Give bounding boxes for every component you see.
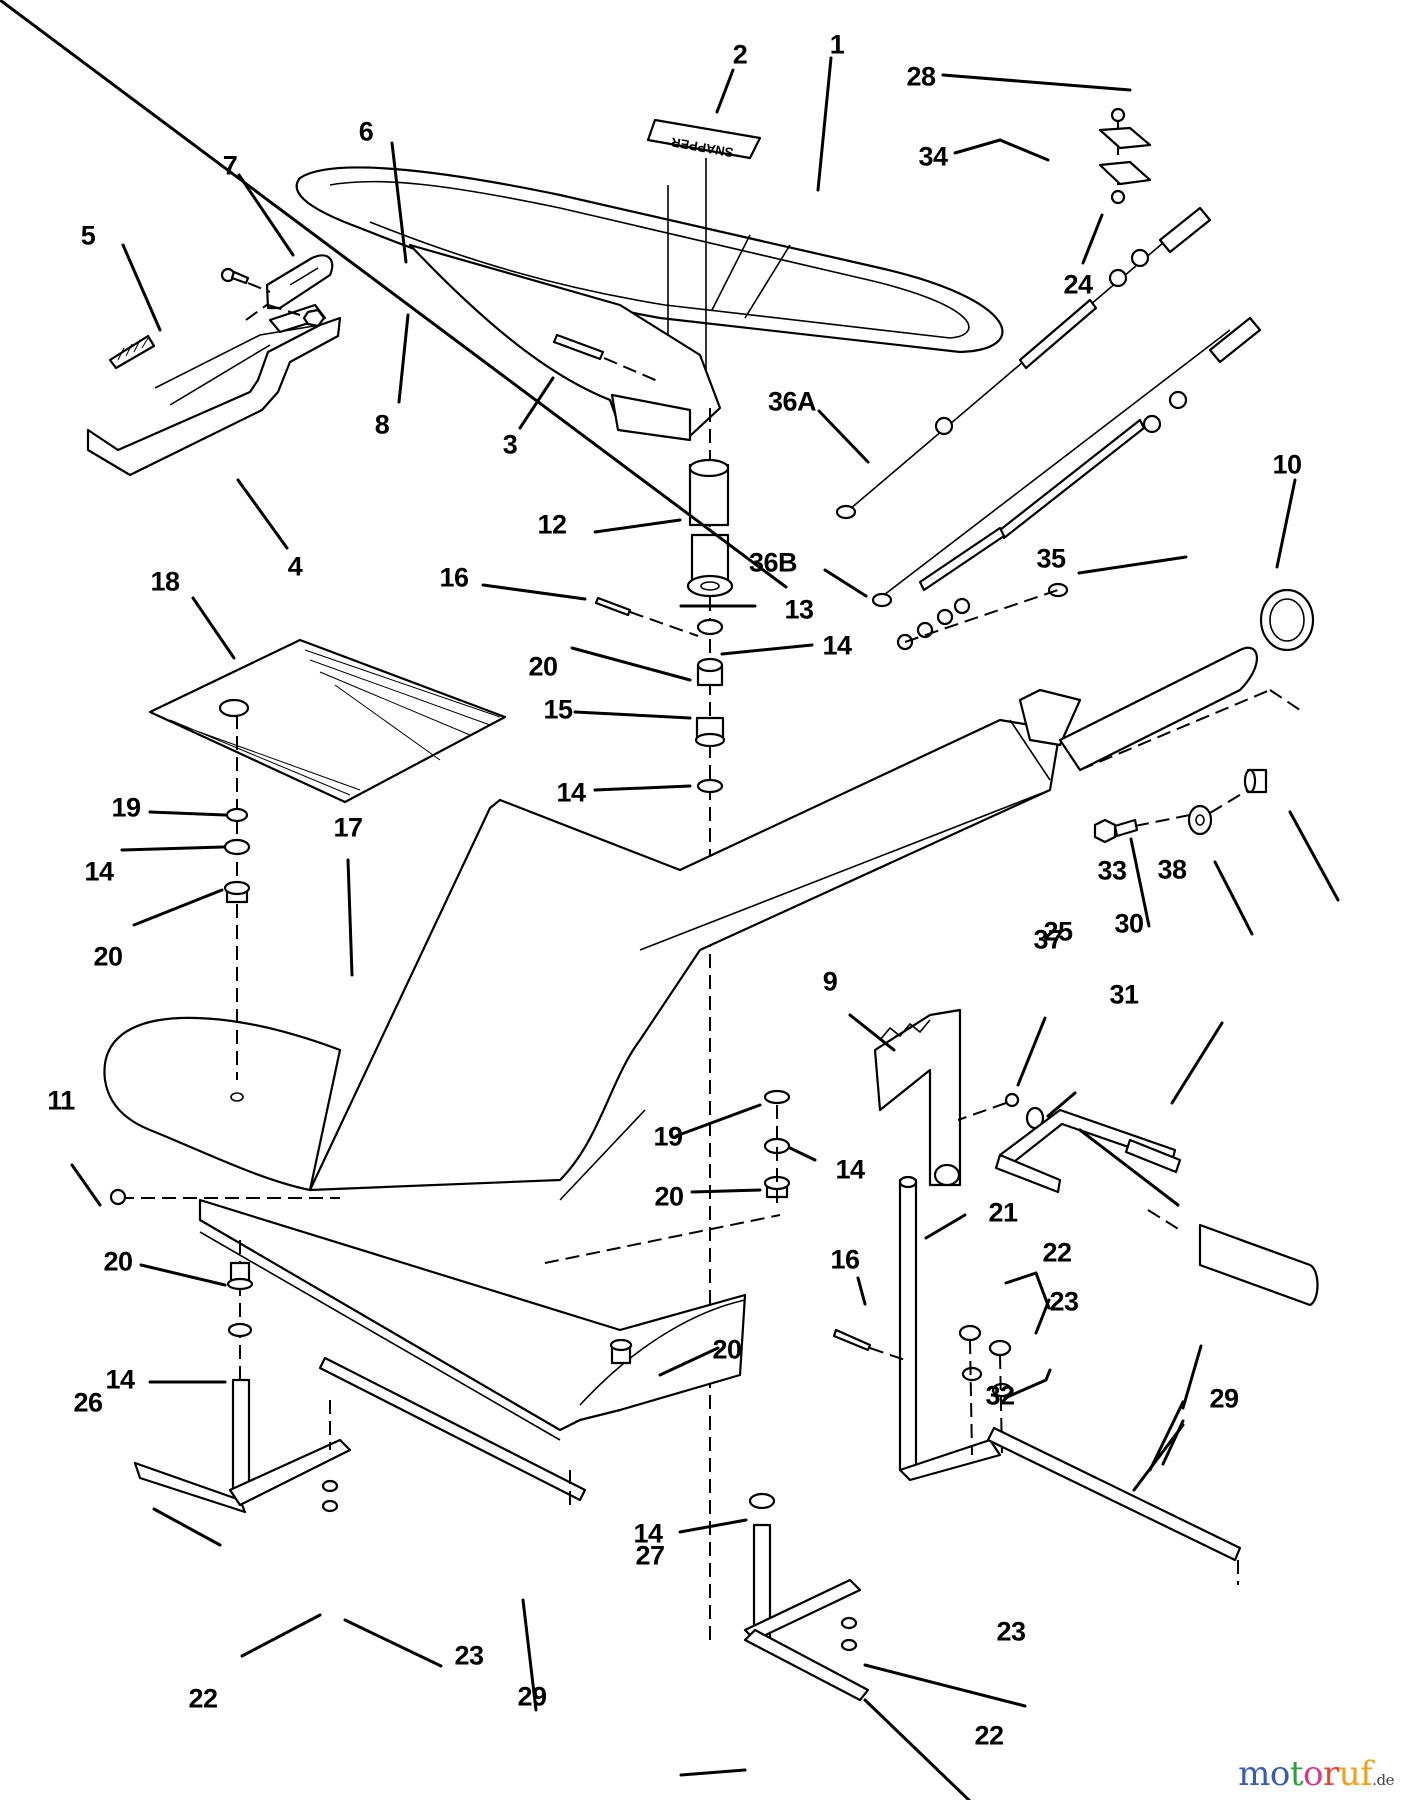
callout-19b: 19 [653,1121,683,1152]
callout-37: 37 [1033,924,1063,955]
nut [302,308,326,328]
watermark-letter: o [1269,1754,1290,1794]
bolt [220,267,250,285]
callout-4: 4 [287,551,303,582]
lever-handle [265,254,334,310]
floor-mat [148,638,507,804]
callout-23c: 23 [996,1616,1026,1647]
callout-24: 24 [1063,269,1093,300]
callout-2: 2 [732,39,748,70]
cable-clamp [1098,107,1152,205]
steering-crank [994,1108,1182,1194]
spring [108,334,156,370]
callout-20b: 20 [93,941,123,972]
watermark-tld: .de [1372,1771,1394,1789]
callout-11: 11 [47,1085,75,1116]
watermark-letter: t [1289,1754,1304,1794]
callout-8: 8 [374,409,390,440]
right-spindle-hardware [609,1089,791,1365]
snapper-decal: SNAPPER [646,118,762,370]
watermark-letter: m [1238,1754,1270,1794]
callout-38: 38 [1157,854,1187,885]
callout-7: 7 [222,150,238,181]
callout-15: 15 [543,694,573,725]
control-cables [835,206,1262,651]
tie-rod-left [318,1356,587,1510]
callout-26: 26 [73,1387,103,1418]
roll-pin [552,333,661,383]
callout-14e: 14 [105,1364,135,1395]
callout-22b: 22 [188,1683,218,1714]
watermark-letter: u [1338,1754,1361,1794]
callout-36B: 36B [748,547,798,578]
callout-16b: 16 [830,1244,860,1275]
watermark-letter: f [1360,1754,1373,1794]
callout-14a: 14 [822,630,852,661]
callout-19a: 19 [111,792,141,823]
leader-lines-3 [848,810,1340,1492]
callout-33: 33 [1097,855,1127,886]
callout-20c: 20 [654,1181,684,1212]
steering-wheel [295,166,1004,442]
callout-12: 12 [537,509,567,540]
callout-29a: 29 [517,1681,547,1712]
callout-20d: 20 [103,1246,133,1277]
callout-36A: 36A [767,386,817,417]
callout-16a: 16 [439,562,469,593]
spacer-38 [1243,768,1268,794]
callout-1: 1 [829,29,845,60]
callout-29b: 29 [1209,1383,1239,1414]
callout-34: 34 [918,141,948,172]
steering-shaft-stack [686,408,734,1640]
callout-25: 25 [1043,916,1073,947]
callout-14f: 14 [633,1518,663,1549]
callout-23b: 23 [454,1640,484,1671]
callout-20e: 20 [712,1334,742,1365]
cotter-pin-16 [594,596,699,637]
callout-18: 18 [150,566,180,597]
bolt-25 [957,1092,1020,1121]
frame-bolt-37 [1093,818,1139,844]
callout-6: 6 [358,116,374,147]
watermark-letter: o [1303,1754,1323,1794]
callout-14b: 14 [556,777,586,808]
callout-9: 9 [822,966,838,997]
callout-28: 28 [906,61,936,92]
motoruf-watermark: motoruf.de [1238,1754,1394,1794]
lift-lever [86,303,342,477]
tie-rod-right [986,1426,1242,1585]
spindle-left [133,1378,352,1514]
callout-31: 31 [1109,979,1139,1010]
callout-5: 5 [80,220,96,251]
spindle-right [743,1492,870,1702]
callout-14d: 14 [835,1154,865,1185]
steering-sector [873,1008,962,1187]
callout-14c: 14 [84,856,114,887]
callout-21: 21 [988,1197,1018,1228]
oil-seal [1259,588,1315,652]
leader-lines [0,0,1297,608]
callout-27: 27 [635,1540,665,1571]
front-axle-frame [103,646,1301,1441]
callout-30: 30 [1114,908,1144,939]
callout-13: 13 [784,594,814,625]
steering-arm [898,1175,1002,1482]
callout-10: 10 [1272,449,1302,480]
crank-grip [1147,1209,1319,1307]
leader-lines-2 [70,583,1027,1800]
callout-32: 32 [985,1380,1015,1411]
callout-3: 3 [502,429,518,460]
callout-20a: 20 [528,651,558,682]
callout-35: 35 [1036,543,1066,574]
callout-17: 17 [333,812,363,843]
washer-33 [1187,804,1213,836]
callout-22c: 22 [974,1720,1004,1751]
callout-23a: 23 [1049,1286,1079,1317]
watermark-letter: r [1322,1754,1339,1794]
cotter-pin-16b [832,1328,906,1361]
arm-hardware [958,1324,1013,1456]
callout-22a: 22 [1042,1237,1072,1268]
